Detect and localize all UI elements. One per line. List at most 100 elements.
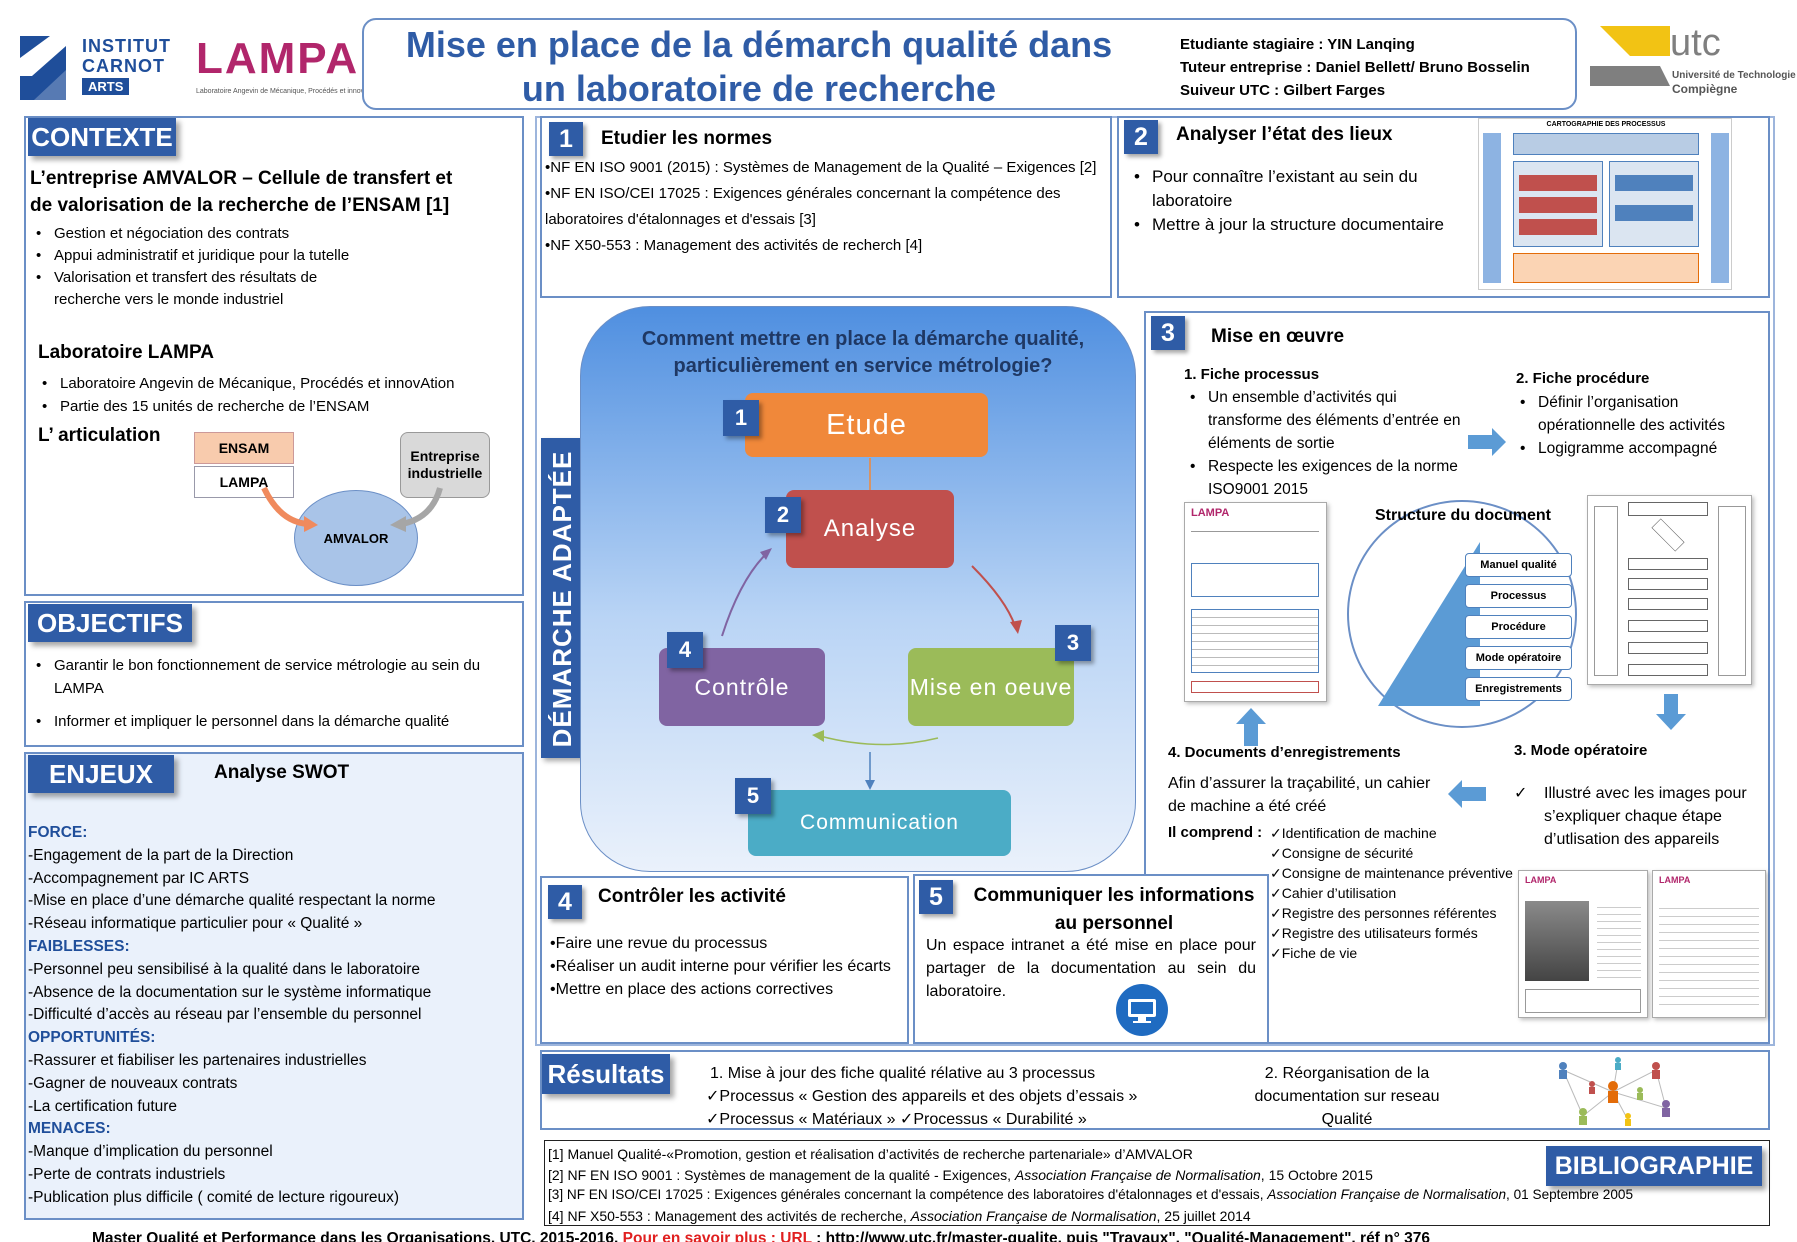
ref-item: [1] Manuel Qualité-«Promotion, gestion e… xyxy=(548,1146,1193,1162)
list-item: ✓Registre des utilisateurs formés xyxy=(1270,925,1478,941)
utc-sub2: Compiègne xyxy=(1672,82,1738,96)
carto-block xyxy=(1609,161,1699,247)
fiche-procedure-title: 2. Fiche procédure xyxy=(1516,370,1650,387)
etape5-title-line2: au personnel xyxy=(1054,913,1174,934)
thumb-logo: LAMPA xyxy=(1191,507,1230,519)
list-item: Définir l’organisation opérationnelle de… xyxy=(1512,391,1762,437)
monitor-icon xyxy=(1116,984,1168,1036)
step-label: Etude xyxy=(826,408,907,441)
cartographie-thumbnail: CARTOGRAPHIE DES PROCESSUS xyxy=(1478,118,1732,290)
resultats-list2: 2. Réorganisation de la documentation su… xyxy=(1222,1062,1472,1131)
thumb-column xyxy=(1594,506,1618,676)
thumb-box xyxy=(1628,578,1708,590)
thumb-box xyxy=(1628,664,1708,676)
ref-item: [3] NF EN ISO/CEI 17025 : Exigences géné… xyxy=(548,1187,1634,1202)
resultats-list1: 1. Mise à jour des fiche qualité rélativ… xyxy=(706,1062,1186,1131)
fiche-processus-title: 1. Fiche processus xyxy=(1184,366,1320,383)
demarche-side-label-box xyxy=(541,438,583,758)
thumb-line xyxy=(1191,531,1319,532)
fiche-processus-list: Un ensemble d’activités qui transforme d… xyxy=(1182,386,1464,501)
list-item: •NF X50-553 : Management des activités d… xyxy=(545,237,923,254)
step-number: 2 xyxy=(765,497,801,533)
carto-block xyxy=(1513,253,1699,283)
etape3-number: 3 xyxy=(1151,316,1185,350)
etape5-number: 5 xyxy=(919,880,953,914)
thumb-diamond xyxy=(1651,518,1685,552)
utc-sub1: Université de Technologie xyxy=(1672,70,1796,81)
thumb-box xyxy=(1628,642,1708,654)
thumb-logo: LAMPA xyxy=(1659,875,1691,885)
footer: Master Qualité et Performance dans les O… xyxy=(92,1230,1792,1242)
articulation-title: L’ articulation xyxy=(38,425,161,446)
carto-block xyxy=(1513,133,1699,155)
etape4-title: Contrôler les activité xyxy=(598,886,786,907)
carto-block xyxy=(1519,219,1597,235)
list-item: •NF EN ISO 9001 (2015) : Systèmes de Man… xyxy=(545,159,1097,176)
pyramid-item: Mode opératoire xyxy=(1465,646,1572,670)
swot-item: -Réseau informatique particulier pour « … xyxy=(28,915,363,933)
carto-title: CARTOGRAPHIE DES PROCESSUS xyxy=(1546,121,1666,128)
info-supervisor: Suiveur UTC : Gilbert Farges xyxy=(1180,82,1386,99)
intranet-icon xyxy=(1102,982,1182,1038)
lampa-box: LAMPA xyxy=(194,466,294,498)
swot-item: -Personnel peu sensibilisé à la qualité … xyxy=(28,960,421,978)
etape5-text: Un espace intranet a été mise en place p… xyxy=(926,937,1256,1000)
list-item: ✓Consigne de sécurité xyxy=(1270,845,1414,861)
logigramme-thumbnail xyxy=(1587,495,1752,685)
pyramid-icon xyxy=(1378,542,1480,706)
swot-item: -La certification future xyxy=(28,1097,178,1115)
resultat-item: documentation sur reseau xyxy=(1254,1088,1440,1105)
objectifs-list: Garantir le bon fonctionnement de servic… xyxy=(28,654,523,733)
list-item: Respecte les exigences de la norme ISO90… xyxy=(1182,455,1464,501)
mode-item: ✓Illustré avec les images pour s’expliqu… xyxy=(1514,785,1747,848)
comprend-label: Il comprend : xyxy=(1168,824,1263,841)
utc-mark-icon xyxy=(1590,26,1670,86)
info-tutor: Tuteur entreprise : Daniel Bellett/ Brun… xyxy=(1180,59,1530,76)
carto-block xyxy=(1615,175,1693,191)
list-item: Appui administratif et juridique pour la… xyxy=(28,245,368,267)
list-item: Laboratoire Angevin de Mécanique, Procéd… xyxy=(34,372,524,395)
swot-item: -Rassurer et fiabiliser les partenaires … xyxy=(28,1051,367,1069)
pyramid-item: Processus xyxy=(1465,584,1572,608)
footer-sep: : xyxy=(811,1230,826,1242)
page-title-line1: Mise en place de la démarch qualité dans xyxy=(405,24,1113,65)
carnot-line2: CARNOT xyxy=(82,56,165,76)
entreprise-box: Entreprise industrielle xyxy=(400,432,490,498)
footer-url-link[interactable]: http://www.utc.fr/master-qualite xyxy=(825,1230,1058,1242)
swot-item: -Publication plus difficile ( comité de … xyxy=(28,1188,400,1206)
thumb-table xyxy=(1191,681,1319,693)
bibliographie-header: BIBLIOGRAPHIE xyxy=(1546,1146,1762,1186)
structure-title: Structure du document xyxy=(1374,507,1551,524)
carto-block xyxy=(1519,197,1597,213)
documents-text: Afin d’assurer la traçabilité, un cahier… xyxy=(1168,775,1431,815)
list-item: ✓Registre des personnes référentes xyxy=(1270,905,1497,921)
resultat-item: ✓Processus « Gestion des appareils et de… xyxy=(706,1088,1138,1105)
step-number: 4 xyxy=(667,632,703,668)
thumb-box xyxy=(1628,502,1708,516)
swot-item: -Engagement de la part de la Direction xyxy=(28,846,294,864)
list-item: •Faire une revue du processus xyxy=(550,935,768,952)
pyramid-item: Manuel qualité xyxy=(1465,553,1572,577)
thumb-lines xyxy=(1597,901,1641,981)
fiche-processus-thumbnail: LAMPA xyxy=(1184,502,1327,702)
contexte-company-line2: de valorisation de la recherche de l’ENS… xyxy=(30,195,450,216)
step-label: Contrôle xyxy=(694,673,790,700)
objectifs-header: OBJECTIFS xyxy=(28,604,192,642)
faiblesses-label: FAIBLESSES: xyxy=(28,937,130,955)
footer-more: Pour en savoir plus : URL xyxy=(618,1230,812,1242)
list-item: Garantir le bon fonctionnement de servic… xyxy=(28,654,523,700)
contexte-list: Gestion et négociation des contrats Appu… xyxy=(28,223,368,311)
swot-item: -Mise en place d’une démarche qualité re… xyxy=(28,892,436,910)
force-label: FORCE: xyxy=(28,824,88,841)
etape3-title: Mise en œuvre xyxy=(1211,326,1345,347)
pyramid-item: Procédure xyxy=(1465,615,1572,639)
carnot-line1: INSTITUT xyxy=(82,36,171,56)
etape1-list: •NF EN ISO 9001 (2015) : Systèmes de Man… xyxy=(545,155,1105,259)
etape1-title: Etudier les normes xyxy=(601,128,773,149)
swot-item: -Difficulté d’accès au réseau par l’ense… xyxy=(28,1006,422,1024)
lab-title: Laboratoire LAMPA xyxy=(38,342,214,363)
enjeux-panel xyxy=(24,752,524,1220)
ensam-box: ENSAM xyxy=(194,432,294,464)
step-etude: Etude xyxy=(745,393,988,457)
lab-list: Laboratoire Angevin de Mécanique, Procéd… xyxy=(34,372,524,418)
